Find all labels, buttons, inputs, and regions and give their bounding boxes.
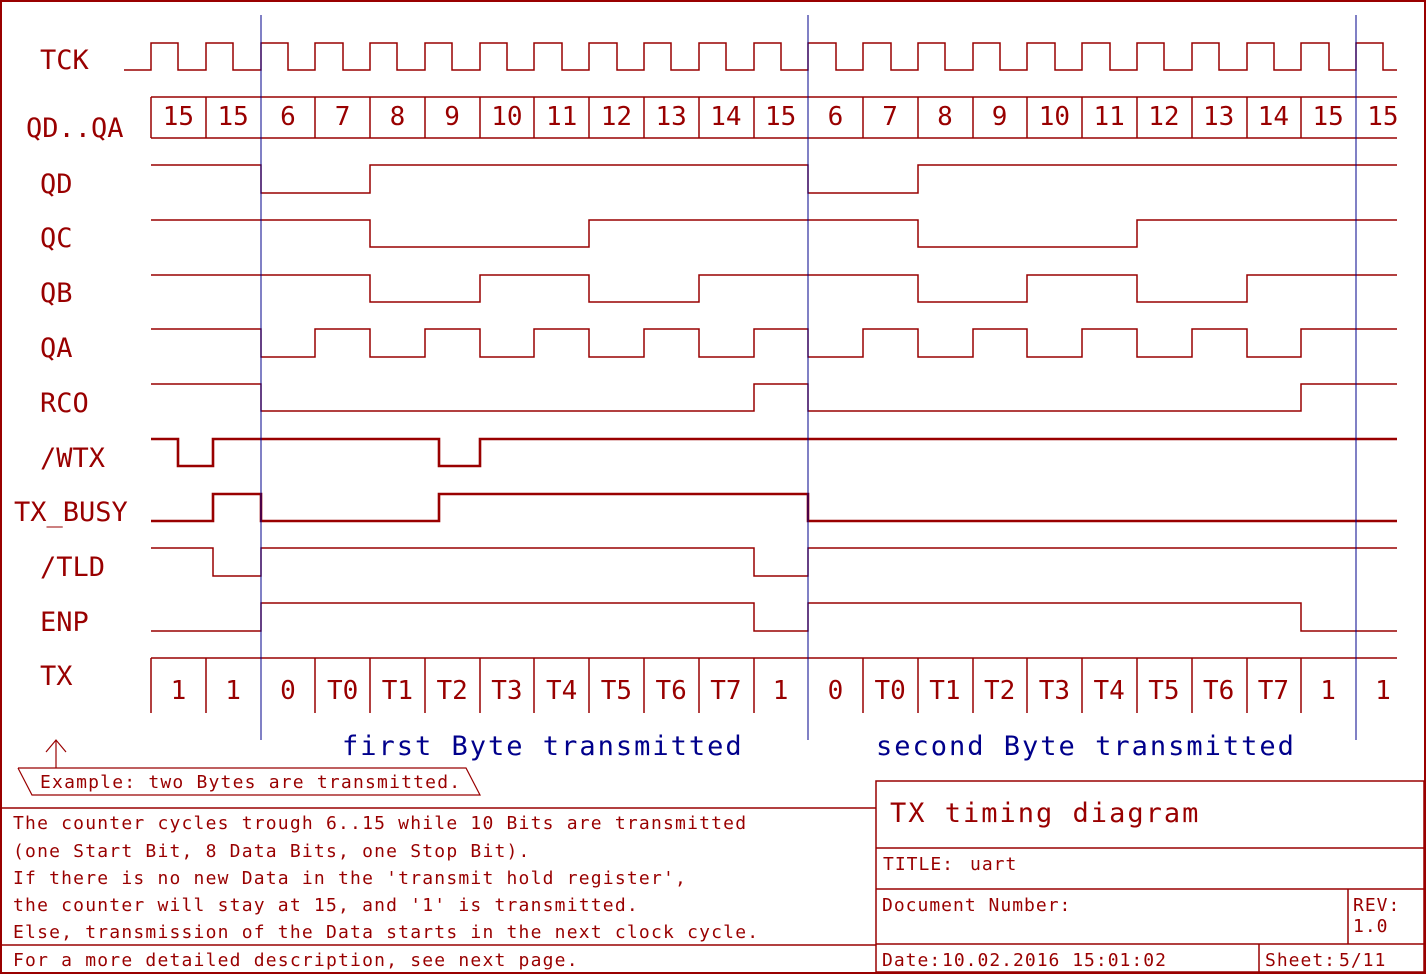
- signal-label-wtx: /WTX: [40, 443, 105, 474]
- counter-bus: [150, 96, 1397, 139]
- tx-bit-value: T4: [546, 676, 577, 706]
- trace-rco: [151, 383, 1397, 412]
- tx-bit-value: 1: [225, 676, 241, 706]
- trace-tck: [124, 42, 1397, 71]
- tx-bit-value: T6: [655, 676, 686, 706]
- tx-bit-value: T0: [874, 676, 905, 706]
- trace-enp: [151, 602, 1397, 632]
- counter-value: 7: [882, 102, 898, 132]
- example-note: Example: two Bytes are transmitted.: [40, 772, 461, 793]
- rev-label: REV:: [1353, 895, 1400, 916]
- counter-value: 10: [1039, 102, 1070, 132]
- tx-bit-value: T7: [710, 676, 741, 706]
- trace-qc: [151, 219, 1397, 248]
- tx-bit-value: T3: [491, 676, 522, 706]
- signal-label-counter: QD..QA: [26, 113, 124, 144]
- tx-bit-value: T0: [327, 676, 358, 706]
- signal-label-qc: QC: [40, 223, 73, 254]
- signal-label-enp: ENP: [40, 607, 89, 638]
- description-line-3: If there is no new Data in the 'transmit…: [13, 868, 687, 889]
- title-block: [875, 780, 1425, 973]
- signal-label-rco: RCO: [40, 388, 89, 419]
- counter-value: 15: [217, 102, 248, 132]
- title-label: TITLE:: [883, 854, 954, 875]
- example-annotation: [17, 739, 481, 796]
- tx-bit-value: T2: [984, 676, 1015, 706]
- tx-bit-value: T2: [436, 676, 467, 706]
- rev-value: 1.0: [1353, 916, 1389, 937]
- waveforms: [124, 42, 1397, 713]
- byte-markers: [260, 15, 1357, 740]
- counter-value: 6: [280, 102, 296, 132]
- tx-bit-value: 0: [828, 676, 844, 706]
- signal-label-qa: QA: [40, 333, 73, 364]
- description-block: [1, 807, 876, 946]
- counter-value: 8: [937, 102, 953, 132]
- description-line-6: For a more detailed description, see nex…: [13, 950, 579, 971]
- tx-values: 1 1 0 T0 T1 T2 T3 T4 T5 T6 T7 1 0 T0 T1 T2 T3 T4 T5 T6 T7 1 1: [171, 676, 1391, 706]
- counter-value: 14: [1258, 102, 1289, 132]
- counter-value: 11: [1093, 102, 1124, 132]
- counter-values: 15 15 6 7 8 9 10 11 12 13 14 15 6 7 8 9 10 11 12 13 14 15 15: [163, 102, 1399, 132]
- counter-value: 12: [1148, 102, 1179, 132]
- counter-value: 15: [1312, 102, 1343, 132]
- tx-bit-value: 1: [1375, 676, 1391, 706]
- tx-bus: [150, 657, 1397, 713]
- tx-bit-value: T4: [1093, 676, 1124, 706]
- caption-first-byte: first Byte transmitted: [342, 731, 744, 762]
- tx-bit-value: T1: [929, 676, 960, 706]
- caption-second-byte: second Byte transmitted: [876, 731, 1296, 762]
- trace-qd: [151, 164, 1397, 194]
- sheet-value: 5/11: [1339, 950, 1386, 971]
- date-label: Date:: [882, 950, 941, 971]
- date-value: 10.02.2016 15:01:02: [942, 950, 1167, 971]
- counter-value: 13: [655, 102, 686, 132]
- description-line-5: Else, transmission of the Data starts in…: [13, 922, 759, 943]
- counter-value: 8: [390, 102, 406, 132]
- tx-bit-value: T5: [1148, 676, 1179, 706]
- trace-tld: [151, 547, 1397, 577]
- counter-value: 6: [828, 102, 844, 132]
- counter-value: 15: [765, 102, 796, 132]
- counter-value: 9: [444, 102, 460, 132]
- trace-wtx: [151, 437, 1397, 468]
- counter-value: 11: [546, 102, 577, 132]
- signal-label-tld: /TLD: [40, 552, 105, 583]
- tx-bit-value: 1: [1320, 676, 1336, 706]
- tx-bit-value: 0: [280, 676, 296, 706]
- tx-bit-value: T6: [1203, 676, 1234, 706]
- signal-label-tck: TCK: [40, 45, 90, 76]
- signal-labels: TCK QD..QA QD QC QB QA RCO /WTX TX_BUSY …: [14, 45, 128, 692]
- counter-value: 12: [601, 102, 632, 132]
- description-line-1: The counter cycles trough 6..15 while 10…: [13, 813, 747, 834]
- counter-value: 13: [1203, 102, 1234, 132]
- tx-bit-value: 1: [773, 676, 789, 706]
- trace-qb: [151, 274, 1397, 303]
- signal-label-tx-busy: TX_BUSY: [14, 497, 128, 528]
- counter-value: 14: [710, 102, 741, 132]
- tx-bit-value: T5: [601, 676, 632, 706]
- document-number-label: Document Number:: [882, 895, 1071, 916]
- counter-value: 15: [1367, 102, 1398, 132]
- tx-bit-value: T7: [1258, 676, 1289, 706]
- tx-bit-value: T1: [382, 676, 413, 706]
- signal-label-tx: TX: [40, 661, 73, 692]
- counter-value: 7: [335, 102, 351, 132]
- signal-label-qd: QD: [40, 169, 73, 200]
- counter-value: 15: [163, 102, 194, 132]
- trace-tx-busy: [151, 492, 1397, 523]
- sheet-label: Sheet:: [1265, 950, 1336, 971]
- description-line-2: (one Start Bit, 8 Data Bits, one Stop Bi…: [13, 841, 531, 862]
- tx-bit-value: T3: [1039, 676, 1070, 706]
- title-value: uart: [970, 854, 1017, 875]
- signal-label-qb: QB: [40, 278, 73, 309]
- title-block-heading: TX timing diagram: [890, 798, 1200, 829]
- counter-value: 9: [992, 102, 1008, 132]
- counter-value: 10: [491, 102, 522, 132]
- tx-bit-value: 1: [171, 676, 187, 706]
- description-line-4: the counter will stay at 15, and '1' is …: [13, 895, 639, 916]
- trace-qa: [151, 328, 1397, 358]
